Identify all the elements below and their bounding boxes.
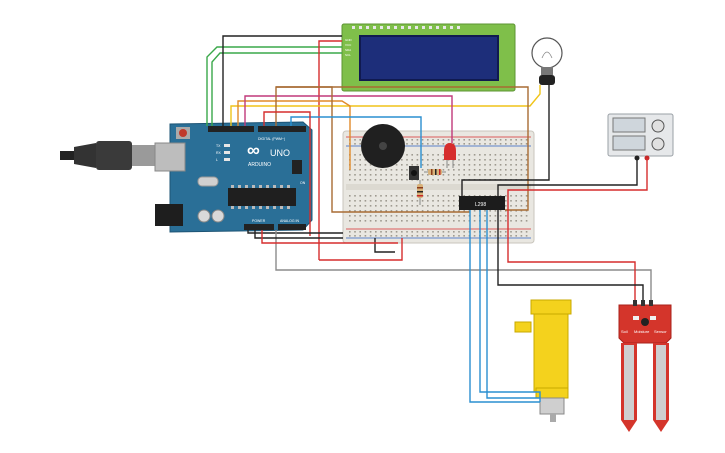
wire-red-arduino	[261, 230, 398, 244]
power-label: POWER	[252, 219, 266, 223]
on-label: ON	[300, 181, 306, 185]
reset-button	[179, 129, 187, 137]
sensor-label-mid: Moisture	[634, 329, 650, 334]
arduino-logo: ∞	[247, 140, 260, 160]
wire-red-bb	[263, 111, 311, 236]
wire-green-2	[211, 52, 342, 126]
wire-green-1	[206, 46, 342, 126]
wire-blue-motor-1	[479, 210, 541, 402]
lcd-pin-sda: SDA	[345, 48, 351, 52]
wire-red-bottom	[319, 238, 403, 261]
l-label: L	[216, 158, 218, 162]
wire-blue-motor-2	[486, 210, 540, 399]
motor-driver-chip: L298	[459, 196, 505, 210]
wires	[206, 35, 652, 403]
wire-black-lcd	[222, 35, 342, 126]
resistor-icon	[424, 169, 446, 175]
arduino-uno-board: ∞ ARDUINO UNO DIGITAL (PWM~) POWER ANALO…	[154, 121, 313, 233]
wire-red-lcd	[318, 40, 342, 260]
sensor-label-right: Sensor	[654, 329, 667, 334]
lightbulb-icon	[531, 37, 563, 85]
lcd-pin-gnd: GND	[345, 38, 353, 42]
sensor-label-left: Soil	[621, 329, 628, 334]
arduino-brand: ARDUINO	[248, 162, 271, 168]
resistor-icon	[417, 180, 423, 205]
rx-label: RX	[216, 151, 222, 155]
wire-blue-motor-3	[469, 210, 540, 403]
wire-black-gnd	[247, 230, 343, 234]
digital-label: DIGITAL (PWM~)	[258, 137, 285, 141]
buzzer-icon	[361, 124, 405, 168]
analog-label: ANALOG IN	[280, 219, 300, 223]
wire-red-sensor	[507, 230, 636, 300]
power-supply-icon	[607, 113, 674, 161]
pushbutton-icon	[409, 166, 419, 180]
wire-brown-1	[244, 95, 453, 143]
led-icon	[444, 143, 456, 168]
wire-gray-sensor	[275, 230, 652, 300]
wire-yellow-bulb	[230, 85, 541, 126]
wire-black-ps	[497, 158, 638, 196]
dc-motor-icon	[514, 299, 572, 422]
tx-label: TX	[216, 144, 221, 148]
wire-black-bulb	[461, 85, 550, 196]
wire-brown-3	[276, 86, 529, 211]
lcd-pin-vcc: VCC	[345, 43, 352, 47]
wire-orange	[237, 100, 351, 170]
wire-black-bb	[254, 230, 343, 239]
soil-sensor-icon: Soil Moisture Sensor	[618, 300, 672, 432]
lcd-display: GND VCC SDA SCL	[341, 23, 516, 92]
arduino-model: UNO	[270, 148, 290, 158]
l298-label: L298	[475, 202, 486, 208]
wire-red-ps	[507, 158, 648, 230]
lcd-pin-scl: SCL	[345, 53, 351, 57]
wire-blue-top	[290, 116, 422, 168]
wire-black-sensor	[497, 210, 644, 300]
